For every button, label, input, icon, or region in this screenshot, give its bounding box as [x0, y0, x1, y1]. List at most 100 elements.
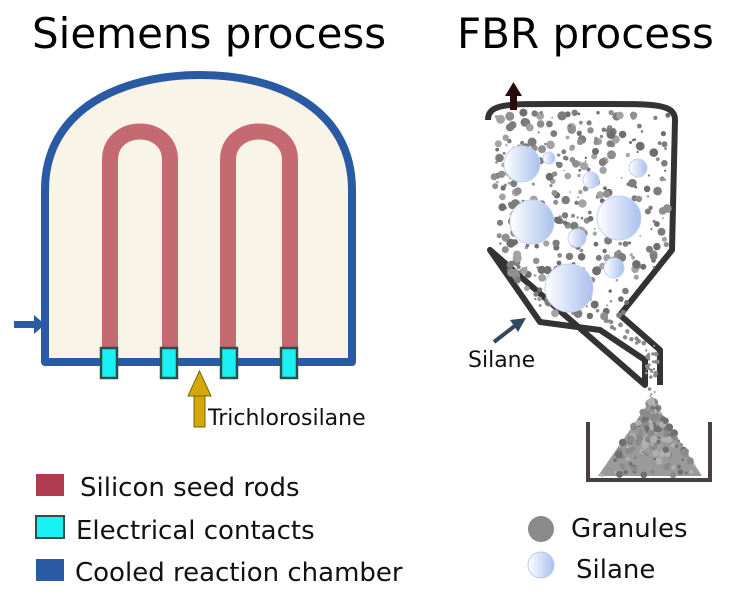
granule: [645, 436, 651, 442]
electrical-contact: [159, 346, 179, 380]
granule: [618, 249, 620, 252]
granule: [587, 210, 592, 215]
granule: [578, 199, 587, 208]
granule: [629, 141, 632, 144]
granule: [571, 224, 573, 227]
granule: [524, 285, 530, 292]
granule: [590, 300, 599, 309]
granule: [634, 456, 637, 459]
granule: [577, 112, 581, 116]
granule: [635, 420, 642, 426]
granule: [514, 187, 522, 195]
siemens-title: Siemens process: [32, 9, 386, 58]
granule: [551, 116, 554, 119]
granule: [579, 248, 584, 253]
granule: [502, 134, 509, 141]
granule: [635, 141, 645, 151]
granule: [662, 446, 669, 453]
granule: [567, 125, 576, 134]
granule: [646, 195, 650, 198]
granule: [650, 393, 653, 395]
granule: [683, 448, 690, 454]
granule: [549, 184, 553, 188]
granule: [576, 216, 579, 219]
granule: [572, 160, 580, 168]
granule: [661, 160, 668, 167]
granule: [625, 152, 630, 158]
granule: [505, 144, 508, 147]
granule: [514, 276, 521, 284]
granule: [647, 429, 655, 437]
granule: [636, 338, 641, 344]
granule: [628, 461, 633, 466]
granule: [644, 208, 651, 215]
granule: [501, 233, 510, 242]
granule: [584, 156, 587, 160]
granule: [665, 423, 674, 432]
granule: [649, 395, 652, 397]
granule: [618, 130, 627, 139]
granule: [507, 181, 511, 185]
granule: [606, 304, 609, 307]
granule: [618, 438, 627, 447]
granule: [614, 471, 617, 474]
granule: [537, 296, 542, 302]
granule: [633, 138, 637, 141]
granule: [520, 140, 525, 145]
granule: [645, 349, 648, 352]
granule: [594, 266, 602, 274]
granule: [507, 202, 513, 207]
silane-bubble: [567, 228, 587, 248]
granule: [591, 153, 598, 160]
granule: [615, 279, 618, 282]
granule: [497, 170, 506, 178]
granule: [602, 190, 611, 198]
granule: [654, 431, 657, 435]
granule: [603, 186, 607, 191]
granule: [652, 265, 656, 269]
silane-inlet-label: Silane: [468, 348, 535, 373]
granule: [510, 180, 518, 188]
granule: [616, 111, 624, 120]
granule: [494, 140, 502, 148]
granule: [657, 436, 661, 439]
granule: [653, 373, 658, 378]
granule: [577, 138, 584, 145]
granule: [565, 252, 574, 261]
granule: [629, 337, 634, 342]
granule: [625, 329, 630, 334]
granule: [648, 205, 653, 210]
granule: [663, 169, 667, 172]
granule: [580, 162, 589, 171]
granule: [505, 123, 514, 132]
granule: [670, 443, 676, 448]
granule: [664, 147, 667, 150]
granule: [571, 213, 575, 218]
granule: [620, 177, 623, 179]
granule: [624, 300, 630, 305]
granule: [653, 344, 656, 347]
silane-bubble-icon: [527, 551, 555, 579]
granule: [654, 359, 660, 365]
granule: [495, 147, 500, 152]
granule: [663, 432, 669, 438]
granule: [661, 141, 668, 148]
granule: [634, 268, 638, 272]
granule: [511, 239, 518, 246]
granule: [502, 151, 506, 155]
granule: [644, 364, 649, 369]
granule: [658, 207, 667, 215]
granule: [650, 369, 654, 373]
exhaust-arrow-icon: [505, 82, 522, 110]
granule: [649, 375, 653, 379]
granule: [644, 425, 650, 431]
granule: [513, 202, 515, 205]
granule: [692, 464, 696, 467]
granule: [543, 240, 550, 247]
granule: [667, 433, 670, 436]
granule: [649, 435, 658, 444]
granule: [573, 309, 583, 319]
granule: [661, 236, 668, 242]
granule: [499, 193, 506, 201]
granule: [636, 150, 639, 154]
